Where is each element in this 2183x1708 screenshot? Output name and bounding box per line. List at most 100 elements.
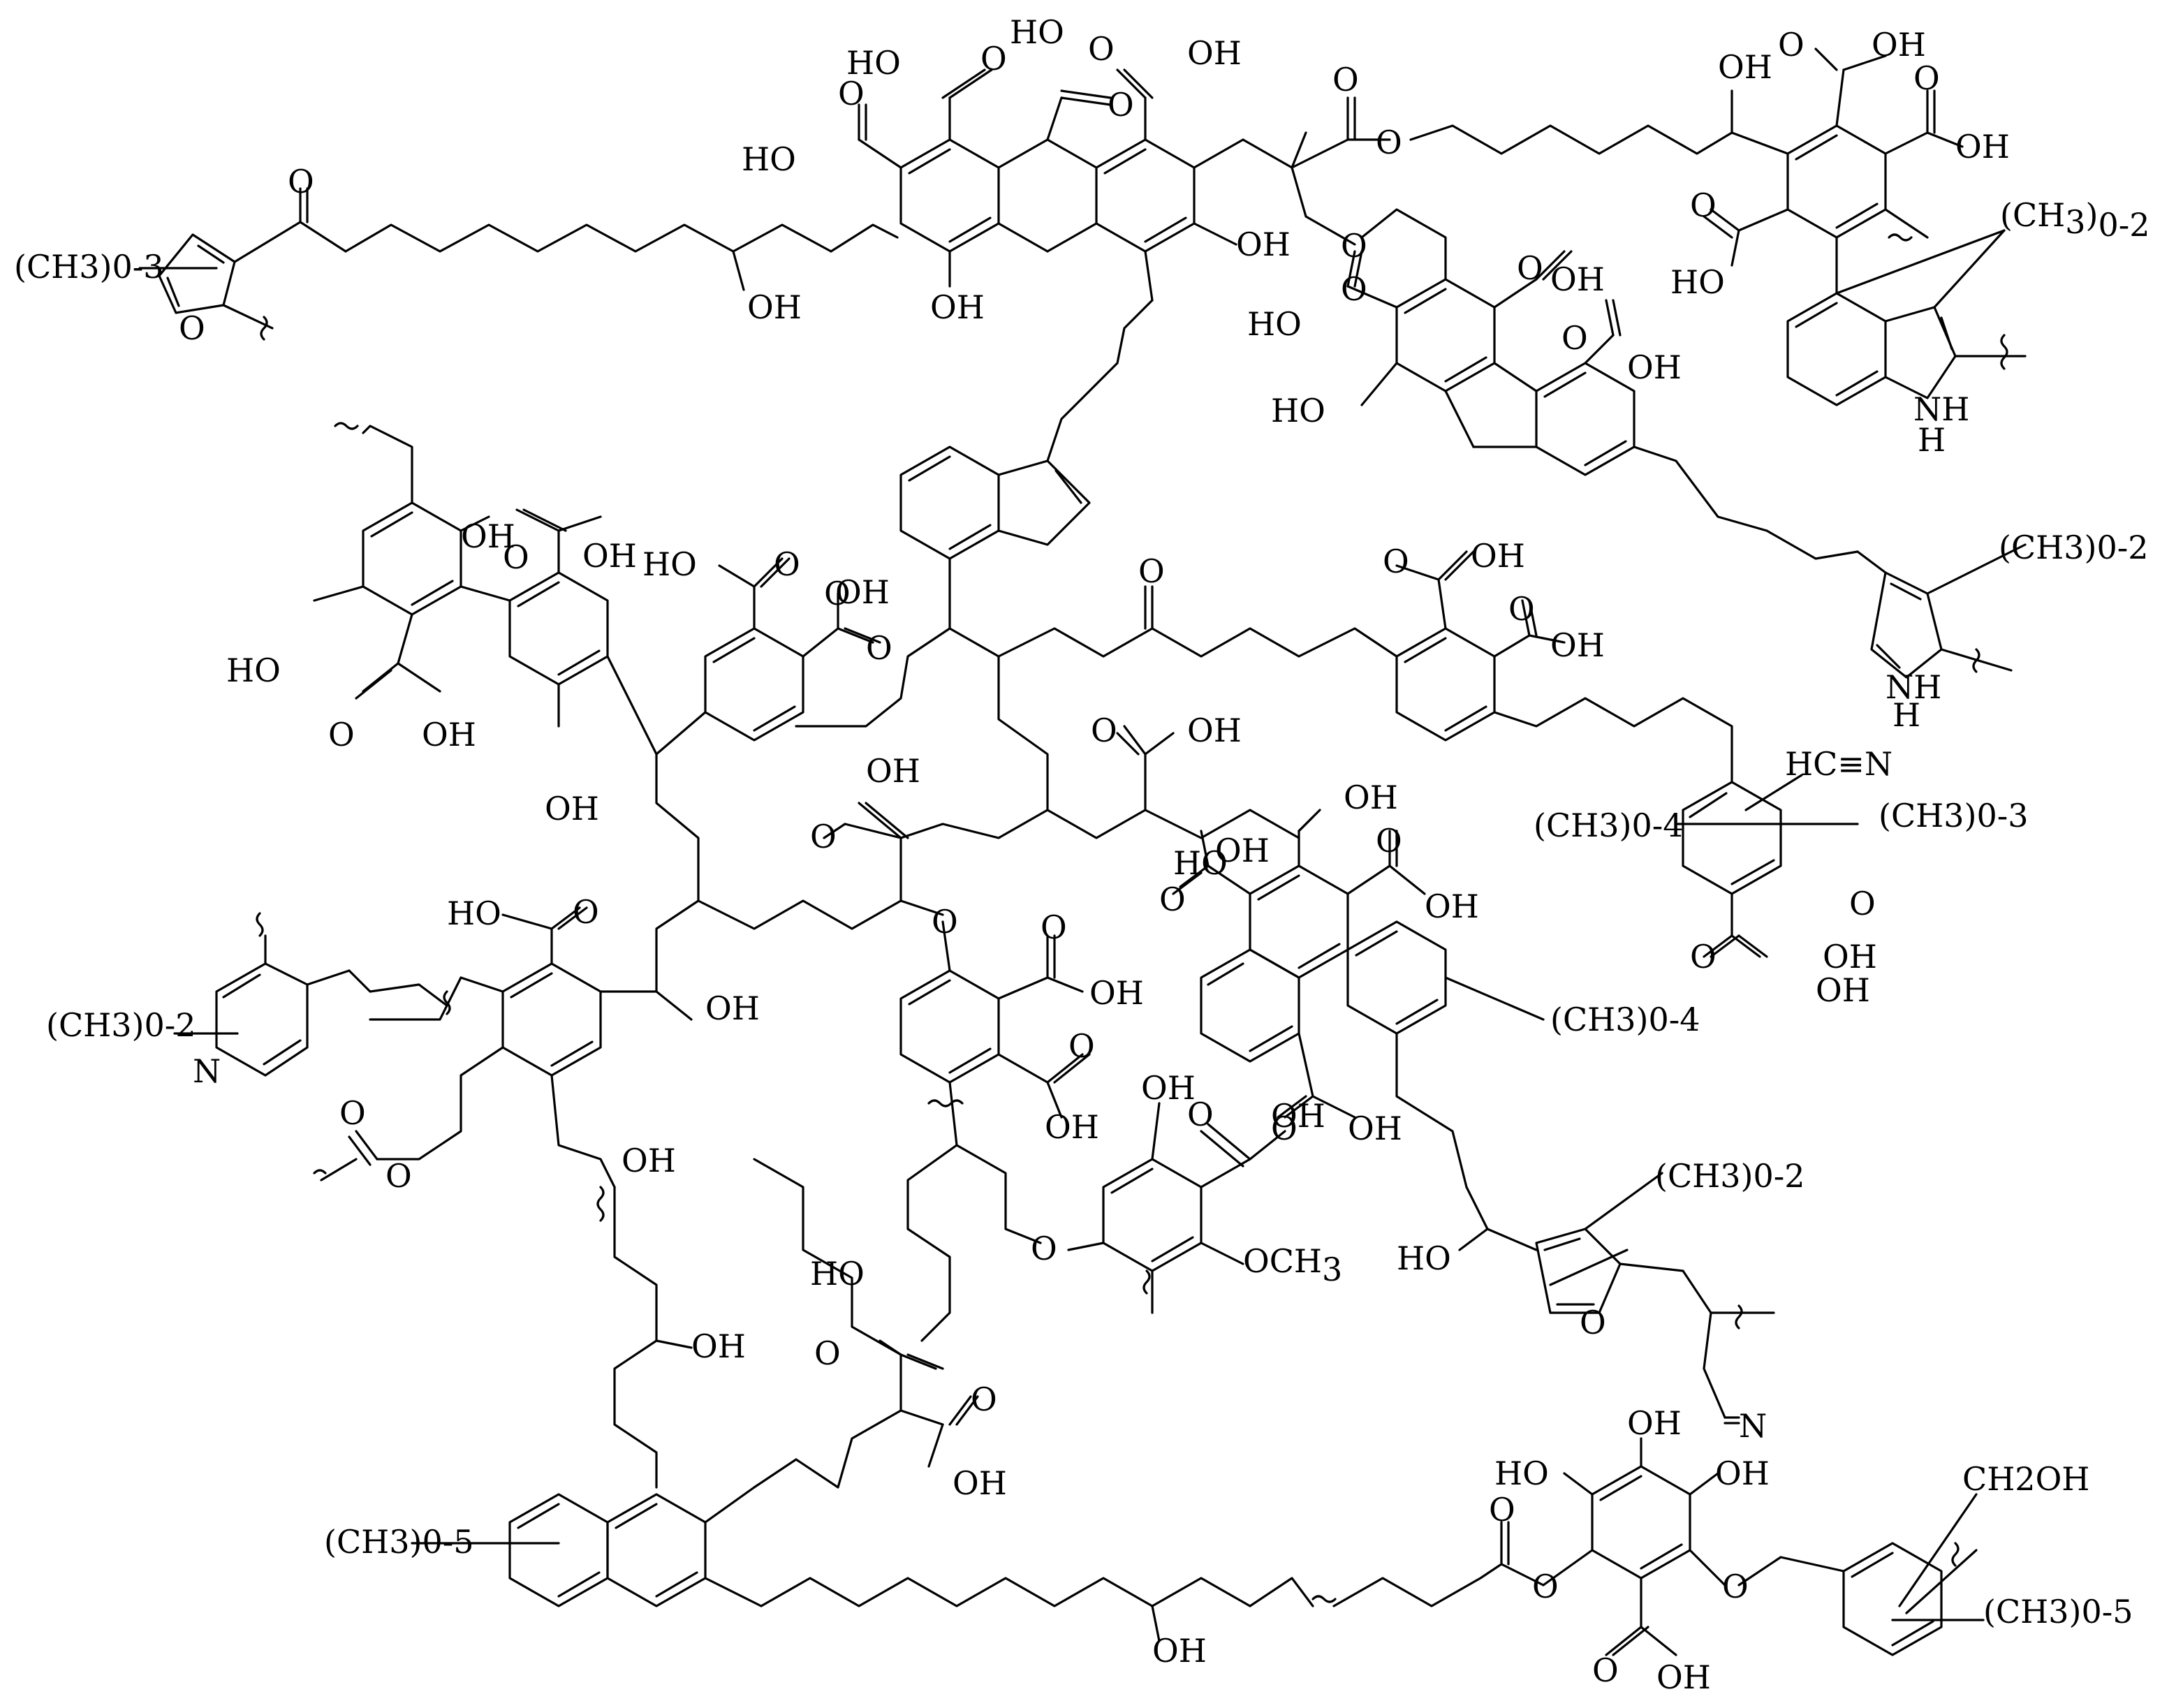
label-oh-resorcinol-1: OH (461, 517, 515, 555)
pyrrole-ring (1856, 543, 2027, 679)
furan-ring-lower-right (1535, 1172, 1775, 1419)
label-o-pyro-bottom: O (1592, 1651, 1619, 1689)
naphthalene-bottom-left (411, 1409, 1545, 1642)
label-o-ester-bottom: O (1489, 1491, 1515, 1529)
label-o-biphenyl-1: O (503, 538, 529, 576)
label-o-phen-2: O (1376, 822, 1402, 860)
label-furan-o-top: O (179, 309, 205, 347)
label-methyl-0-4-right: (CH3)0-4 (1534, 807, 1684, 844)
label-oh-benzene-tr-1: OH (1872, 26, 1926, 64)
label-methyl-0-2-furan: (CH3)0-2 (1655, 1157, 1805, 1195)
methoxyphenol-ring (1067, 1102, 1286, 1314)
label-oh-lower-c-1: OH (1089, 974, 1144, 1012)
chain-naphthalene-center (753, 1158, 979, 1468)
label-o-ether-lower: O (1031, 1230, 1057, 1267)
label-ketone-o-mid: O (1138, 552, 1165, 590)
label-o-left-2: O (339, 1094, 366, 1132)
top-tricyclic-core (858, 68, 1391, 302)
label-o-lower-c-2: O (1068, 1027, 1095, 1065)
label-o-pyro-ether: O (1722, 1568, 1749, 1605)
bonds (138, 47, 2027, 1656)
label-o-phen-1: O (1159, 881, 1186, 918)
label-oh-mid-2: OH (1344, 779, 1398, 816)
label-nh-pyrrole: NH (1886, 668, 1941, 706)
phenanthrene-core (1172, 809, 1545, 1251)
label-oh-anthracene-1: OH (930, 288, 985, 326)
label-oh-resorcinol-3: OH (422, 716, 476, 753)
label-o-fluorene-3: O (1561, 319, 1588, 357)
label-oh-mid-1: OH (1187, 712, 1242, 749)
label-methyl-0-3-right: (CH3)0-3 (1879, 797, 2029, 834)
label-o-phthalic-r-1: O (1383, 543, 1409, 580)
label-oh-chain-right: OH (1718, 48, 1772, 86)
label-nitrile-n: N (1739, 1407, 1767, 1445)
label-ester-o: O (1376, 124, 1402, 161)
label-oh-pyro-top: OH (1627, 1404, 1682, 1442)
label-methyl-0-4-phenanthrene: (CH3)0-4 (1550, 1001, 1700, 1038)
label-ho-benzene-tr-3: HO (1670, 263, 1725, 301)
label-o-toluene-1: O (1690, 938, 1717, 976)
phthalic-ring-lower-center (899, 920, 1091, 1342)
label-h-pyrrole: H (1892, 696, 1920, 734)
furan-ring-top-left (138, 187, 899, 341)
label-oh-toluene-1: OH (1823, 938, 1877, 976)
label-oh-phthalic-r-1: OH (1471, 537, 1525, 575)
atom-labels: (CH3)0-3 (CH3)0-2 (CH3)0-4 (CH3)0-3 (CH3… (14, 13, 2150, 1696)
label-o-mid-3: O (810, 818, 837, 855)
label-o-left-1: O (573, 893, 599, 931)
benzene-left-lower (313, 906, 693, 1188)
indole-ring (1786, 229, 2027, 406)
label-ether-o-top: O (1341, 227, 1367, 265)
label-oh-phen-2: OH (1425, 888, 1479, 925)
label-oh-biphenyl-2: OH (545, 790, 599, 827)
resorcinol-biphenyl (313, 422, 658, 756)
benzene-top-right (1703, 47, 1964, 295)
label-o-toluene-2: O (1849, 885, 1876, 922)
label-ho-chain-naph-1: HO (810, 1255, 865, 1293)
label-oh-chain-top: OH (747, 288, 802, 326)
label-methyl-0-5-naphthalene: (CH3)0-5 (324, 1523, 474, 1561)
label-ho-top-3: HO (1010, 13, 1064, 51)
label-oh-fluorene-2: OH (1550, 260, 1605, 298)
label-oh-pyro-right: OH (1715, 1455, 1770, 1492)
label-oh-phen-3: OH (1348, 1110, 1402, 1147)
label-o-furan-lower: O (1580, 1304, 1606, 1341)
benzene-right-lower (1675, 774, 1859, 958)
label-o-left-ether: O (385, 1157, 412, 1195)
label-o-ester-bottom-link: O (1532, 1568, 1559, 1605)
middle-chain-network (795, 585, 1398, 839)
label-ho-left-1: HO (447, 895, 501, 932)
label-oh-left-3: OH (622, 1142, 676, 1179)
label-o-resorcinol-3: O (328, 716, 355, 753)
label-nh-indole: NH (1913, 390, 1969, 428)
label-ho-fluorene-1: HO (1247, 305, 1302, 343)
label-ether-o-mid: O (932, 903, 958, 941)
label-o-methoxyphenol-1: O (1187, 1096, 1214, 1133)
label-o-phthalic-c-2: O (824, 575, 851, 612)
label-ho-fluorene-4: HO (1271, 392, 1325, 429)
label-o-fluorene-2: O (1517, 249, 1543, 287)
label-oh-chain-bottom: OH (1152, 1632, 1207, 1670)
label-o-phthalic-r-2: O (1508, 590, 1535, 628)
fluorene-core (1346, 208, 1859, 560)
label-o-top-1: O (838, 75, 865, 112)
label-ester-o-carbonyl: O (1332, 61, 1359, 98)
label-oh-benzene-tr-2: OH (1955, 128, 2010, 165)
label-oh-mid-3: OH (866, 752, 920, 790)
label-hcn: HC≡N (1785, 745, 1892, 783)
label-n-pyridine: N (193, 1052, 221, 1090)
phthalic-ring-center (655, 557, 881, 756)
label-methyl-0-3-top-left: (CH3)0-3 (14, 248, 164, 286)
label-oh-pyro-bottom: OH (1656, 1658, 1711, 1696)
indene-ring (899, 299, 1154, 630)
left-chain (655, 753, 944, 993)
label-oh-phthalic-r-2: OH (1550, 626, 1605, 664)
label-methyl-0-2-pyridine: (CH3)0-2 (46, 1006, 196, 1044)
label-oh-phen-top: OH (1215, 832, 1270, 869)
label-oh-lower-c-2: OH (1045, 1108, 1099, 1146)
label-ho-phthalic-c-1: HO (642, 545, 697, 583)
label-o-chain-naph-2: O (971, 1381, 997, 1418)
label-o-top-3: O (1108, 86, 1134, 124)
label-h-indole: H (1918, 421, 1946, 459)
